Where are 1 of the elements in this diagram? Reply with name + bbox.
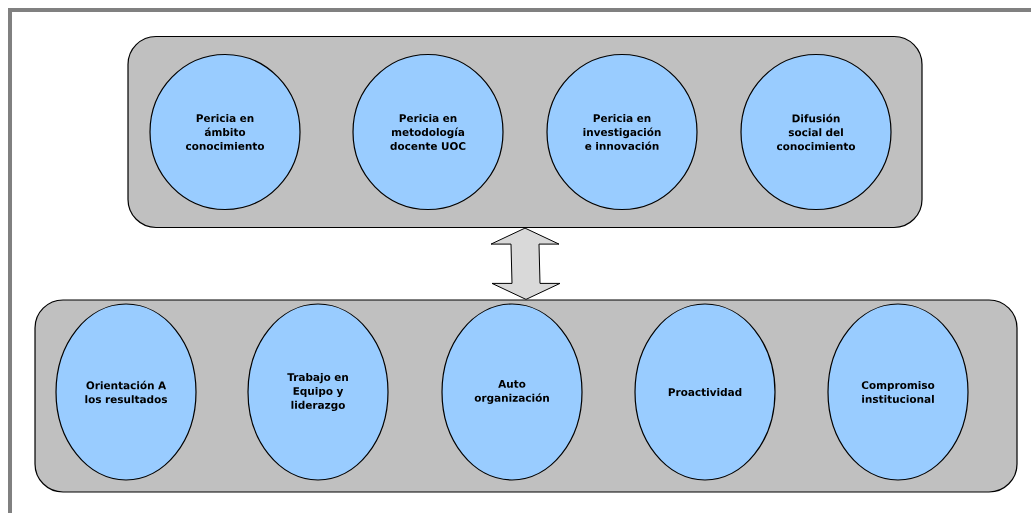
double-arrow [490,227,561,300]
